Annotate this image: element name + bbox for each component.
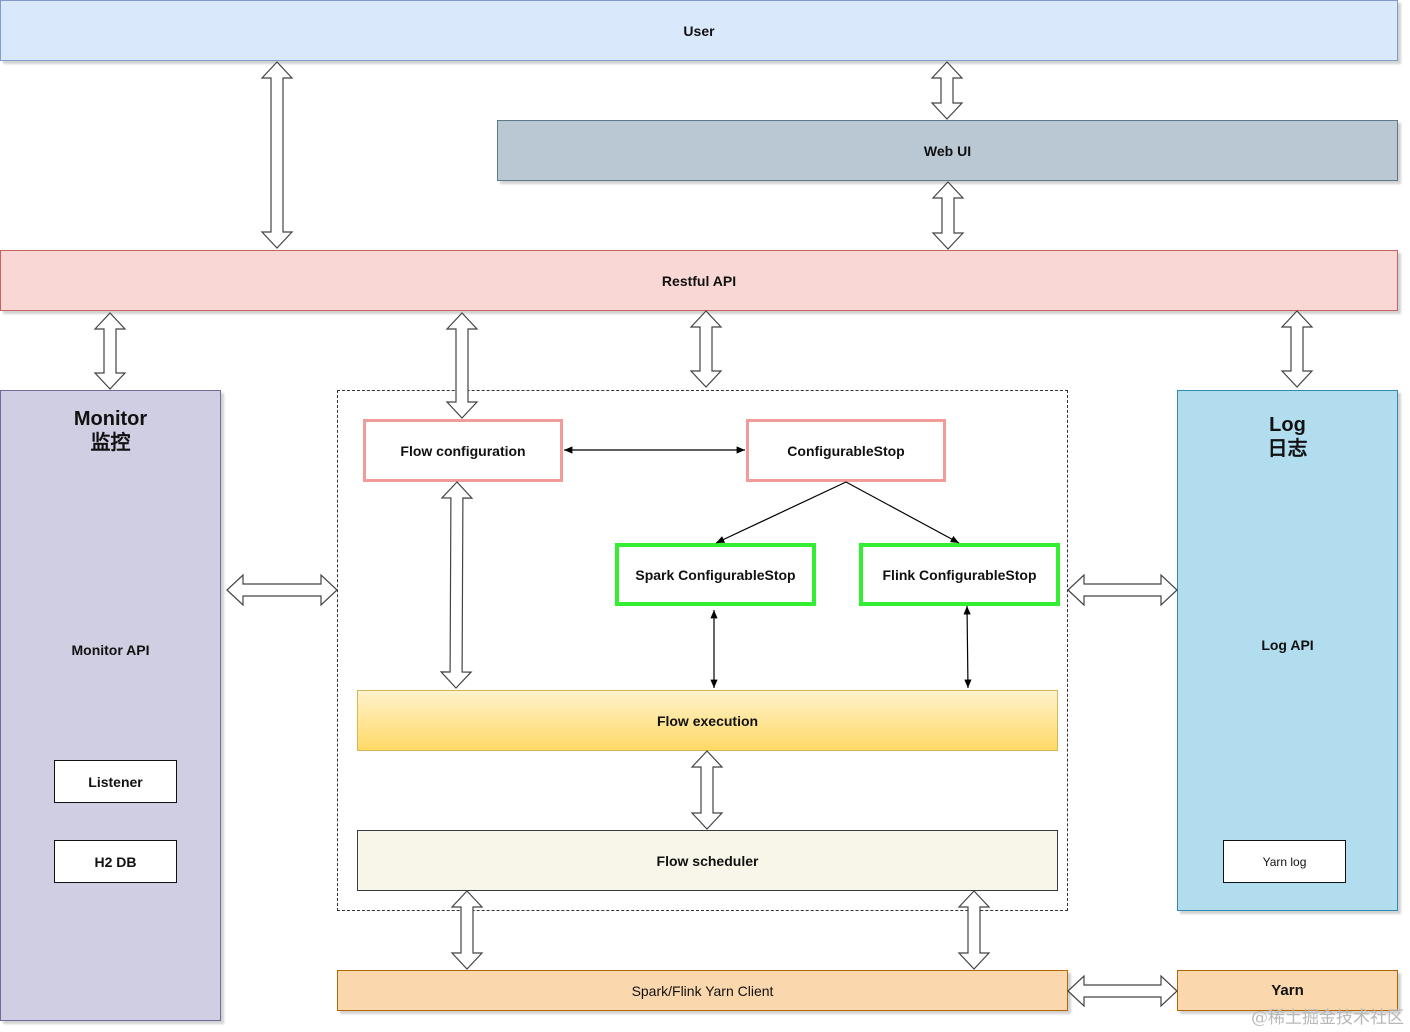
- h2-db-box: H2 DB: [54, 840, 177, 883]
- user-label: User: [683, 22, 715, 39]
- flink-configurable-stop-box: Flink ConfigurableStop: [859, 543, 1060, 606]
- flow-execution-label: Flow execution: [656, 712, 759, 729]
- user-restful-arrow: [260, 61, 294, 249]
- monitor-title: Monitor: [73, 408, 148, 430]
- log-panel: Log 日志 Log API Yarn log: [1177, 390, 1398, 911]
- yarn-client-box: Spark/Flink Yarn Client: [337, 970, 1068, 1011]
- monitor-panel: Monitor 监控 Monitor API Listener H2 DB: [0, 390, 221, 1021]
- flow-scheduler-label: Flow scheduler: [656, 852, 759, 869]
- client-yarn-arrow: [1067, 974, 1178, 1008]
- restful-core-arrow: [689, 310, 723, 388]
- listener-box: Listener: [54, 760, 177, 803]
- web-ui-box: Web UI: [497, 120, 1398, 181]
- yarn-label: Yarn: [1271, 982, 1304, 999]
- log-api-label: Log API: [1261, 637, 1314, 653]
- log-title: Log: [1269, 414, 1306, 436]
- log-title-cn: 日志: [1267, 438, 1308, 460]
- user-webui-arrow: [930, 61, 964, 120]
- flow-scheduler-box: Flow scheduler: [357, 830, 1058, 891]
- configurable-stop-box: ConfigurableStop: [746, 419, 946, 482]
- monitor-title-cn: 监控: [90, 432, 131, 454]
- restful-api-label: Restful API: [661, 272, 737, 289]
- web-ui-label: Web UI: [923, 142, 972, 159]
- yarn-client-label: Spark/Flink Yarn Client: [631, 982, 774, 999]
- monitor-api-label: Monitor API: [71, 642, 150, 658]
- yarn-box: Yarn: [1177, 970, 1398, 1011]
- yarn-log-box: Yarn log: [1223, 840, 1346, 883]
- webui-restful-arrow: [931, 181, 965, 250]
- watermark: @稀土掘金技术社区: [1251, 1008, 1404, 1028]
- flink-configurable-stop-label: Flink ConfigurableStop: [882, 566, 1037, 583]
- user-box: User: [0, 0, 1398, 61]
- configurable-stop-label: ConfigurableStop: [787, 442, 905, 459]
- restful-log-arrow: [1280, 310, 1314, 388]
- flow-configuration-label: Flow configuration: [400, 442, 526, 459]
- restful-monitor-arrow: [93, 312, 127, 390]
- spark-configurable-stop-label: Spark ConfigurableStop: [635, 566, 796, 583]
- restful-api-box: Restful API: [0, 250, 1398, 311]
- flow-execution-box: Flow execution: [357, 690, 1058, 751]
- flow-configuration-box: Flow configuration: [363, 419, 563, 482]
- monitor-core-arrow: [226, 573, 338, 607]
- core-log-arrow: [1067, 573, 1178, 607]
- spark-configurable-stop-box: Spark ConfigurableStop: [615, 543, 816, 606]
